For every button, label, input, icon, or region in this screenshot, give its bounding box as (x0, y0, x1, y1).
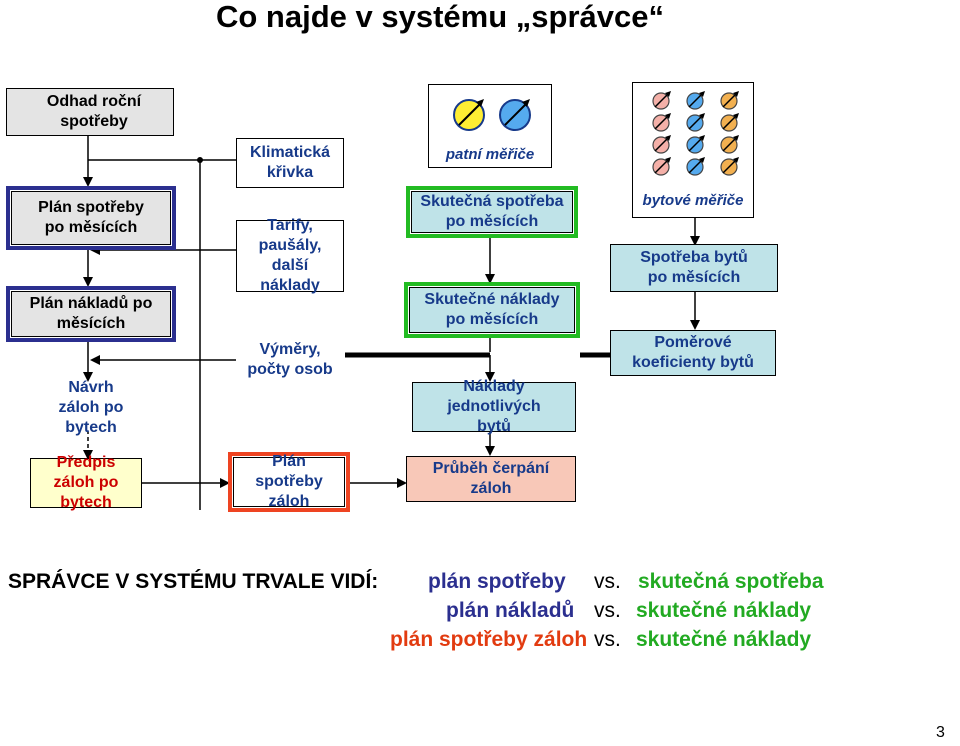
meter-icon (652, 113, 671, 132)
meter-icon (686, 135, 705, 154)
actual-consumption-box: Skutečná spotřeba po měsících (406, 186, 578, 238)
summary-row3-plan: plán spotřeby záloh (390, 628, 588, 651)
page-title: Co najde v systému „správce“ (216, 0, 664, 34)
ratio-coefficients-box: Poměrové koeficienty bytů (610, 330, 776, 376)
plan-costs-box: Plán nákladů po měsících (6, 286, 176, 342)
plan-consumption-box: Plán spotřeby po měsících (6, 186, 176, 250)
advance-course-label: Průběh čerpání záloh (432, 460, 550, 497)
meter-icon (720, 135, 739, 154)
advance-proposal-box: Návrh záloh po bytech (6, 379, 176, 436)
summary-row3-vs: vs. (594, 628, 621, 651)
meter-icon (686, 113, 705, 132)
meter-icon (720, 91, 739, 110)
tariffs-label: Tarify, paušály, další náklady (258, 217, 322, 294)
summary-row3-actual: skutečné náklady (636, 628, 812, 651)
flat-consumption-box: Spotřeba bytů po měsících (610, 244, 778, 292)
advance-plan-box: Plán spotřeby záloh (228, 452, 350, 512)
climate-curve-label: Klimatická křivka (250, 144, 331, 181)
heel-meters-label: patní měřiče (445, 146, 535, 163)
areas-box: Výměry, počty osob (236, 336, 344, 384)
plan-consumption-label: Plán spotřeby po měsících (38, 199, 144, 236)
summary-heading: SPRÁVCE V SYSTÉMU TRVALE VIDÍ: (8, 570, 379, 593)
actual-costs-box: Skutečné náklady po měsících (404, 282, 580, 338)
actual-consumption-label: Skutečná spotřeba po měsících (420, 193, 564, 230)
summary-row1-actual: skutečná spotřeba (638, 570, 824, 593)
climate-curve-box: Klimatická křivka (236, 138, 344, 188)
flat-costs-label: Náklady jednotlivých bytů (447, 378, 541, 435)
advance-prescription-label: Předpis záloh po bytech (53, 454, 119, 511)
meter-icon (720, 157, 739, 176)
meter-icon (720, 113, 739, 132)
flat-meters-label: bytové měřiče (642, 192, 744, 209)
flat-meters-box: bytové měřiče (632, 82, 754, 218)
page-number: 3 (936, 724, 945, 741)
meter-icon (652, 135, 671, 154)
meter-icon (499, 99, 531, 131)
advance-plan-label: Plán spotřeby záloh (255, 453, 323, 510)
flat-consumption-label: Spotřeba bytů po měsících (640, 249, 748, 286)
ratio-coefficients-label: Poměrové koeficienty bytů (632, 334, 754, 371)
actual-costs-label: Skutečné náklady po měsících (424, 291, 560, 328)
flat-costs-box: Náklady jednotlivých bytů (412, 378, 576, 435)
tariffs-box: Tarify, paušály, další náklady (236, 217, 344, 294)
summary-row2-actual: skutečné náklady (636, 599, 812, 622)
heel-meters-box: patní měřiče (428, 84, 552, 168)
advance-prescription-box: Předpis záloh po bytech (30, 454, 142, 511)
heel-meters-graphic (453, 99, 531, 131)
advance-proposal-label: Návrh záloh po bytech (58, 379, 124, 436)
meter-icon (652, 91, 671, 110)
flat-meters-graphic (652, 91, 739, 176)
meter-icon (686, 91, 705, 110)
estimate-label: Odhad roční spotřeby (46, 93, 142, 130)
advance-course-box: Průběh čerpání záloh (406, 456, 576, 502)
summary-row1-vs: vs. (594, 570, 621, 593)
plan-costs-label: Plán nákladů po měsících (29, 295, 153, 332)
meter-icon (686, 157, 705, 176)
summary-row2-plan: plán nákladů (446, 599, 575, 622)
summary-row2-vs: vs. (594, 599, 621, 622)
summary-row1-plan: plán spotřeby (428, 570, 566, 593)
areas-label: Výměry, počty osob (247, 341, 333, 378)
estimate-box: Odhad roční spotřeby (6, 88, 174, 136)
meter-icon (453, 99, 485, 131)
meter-icon (652, 157, 671, 176)
